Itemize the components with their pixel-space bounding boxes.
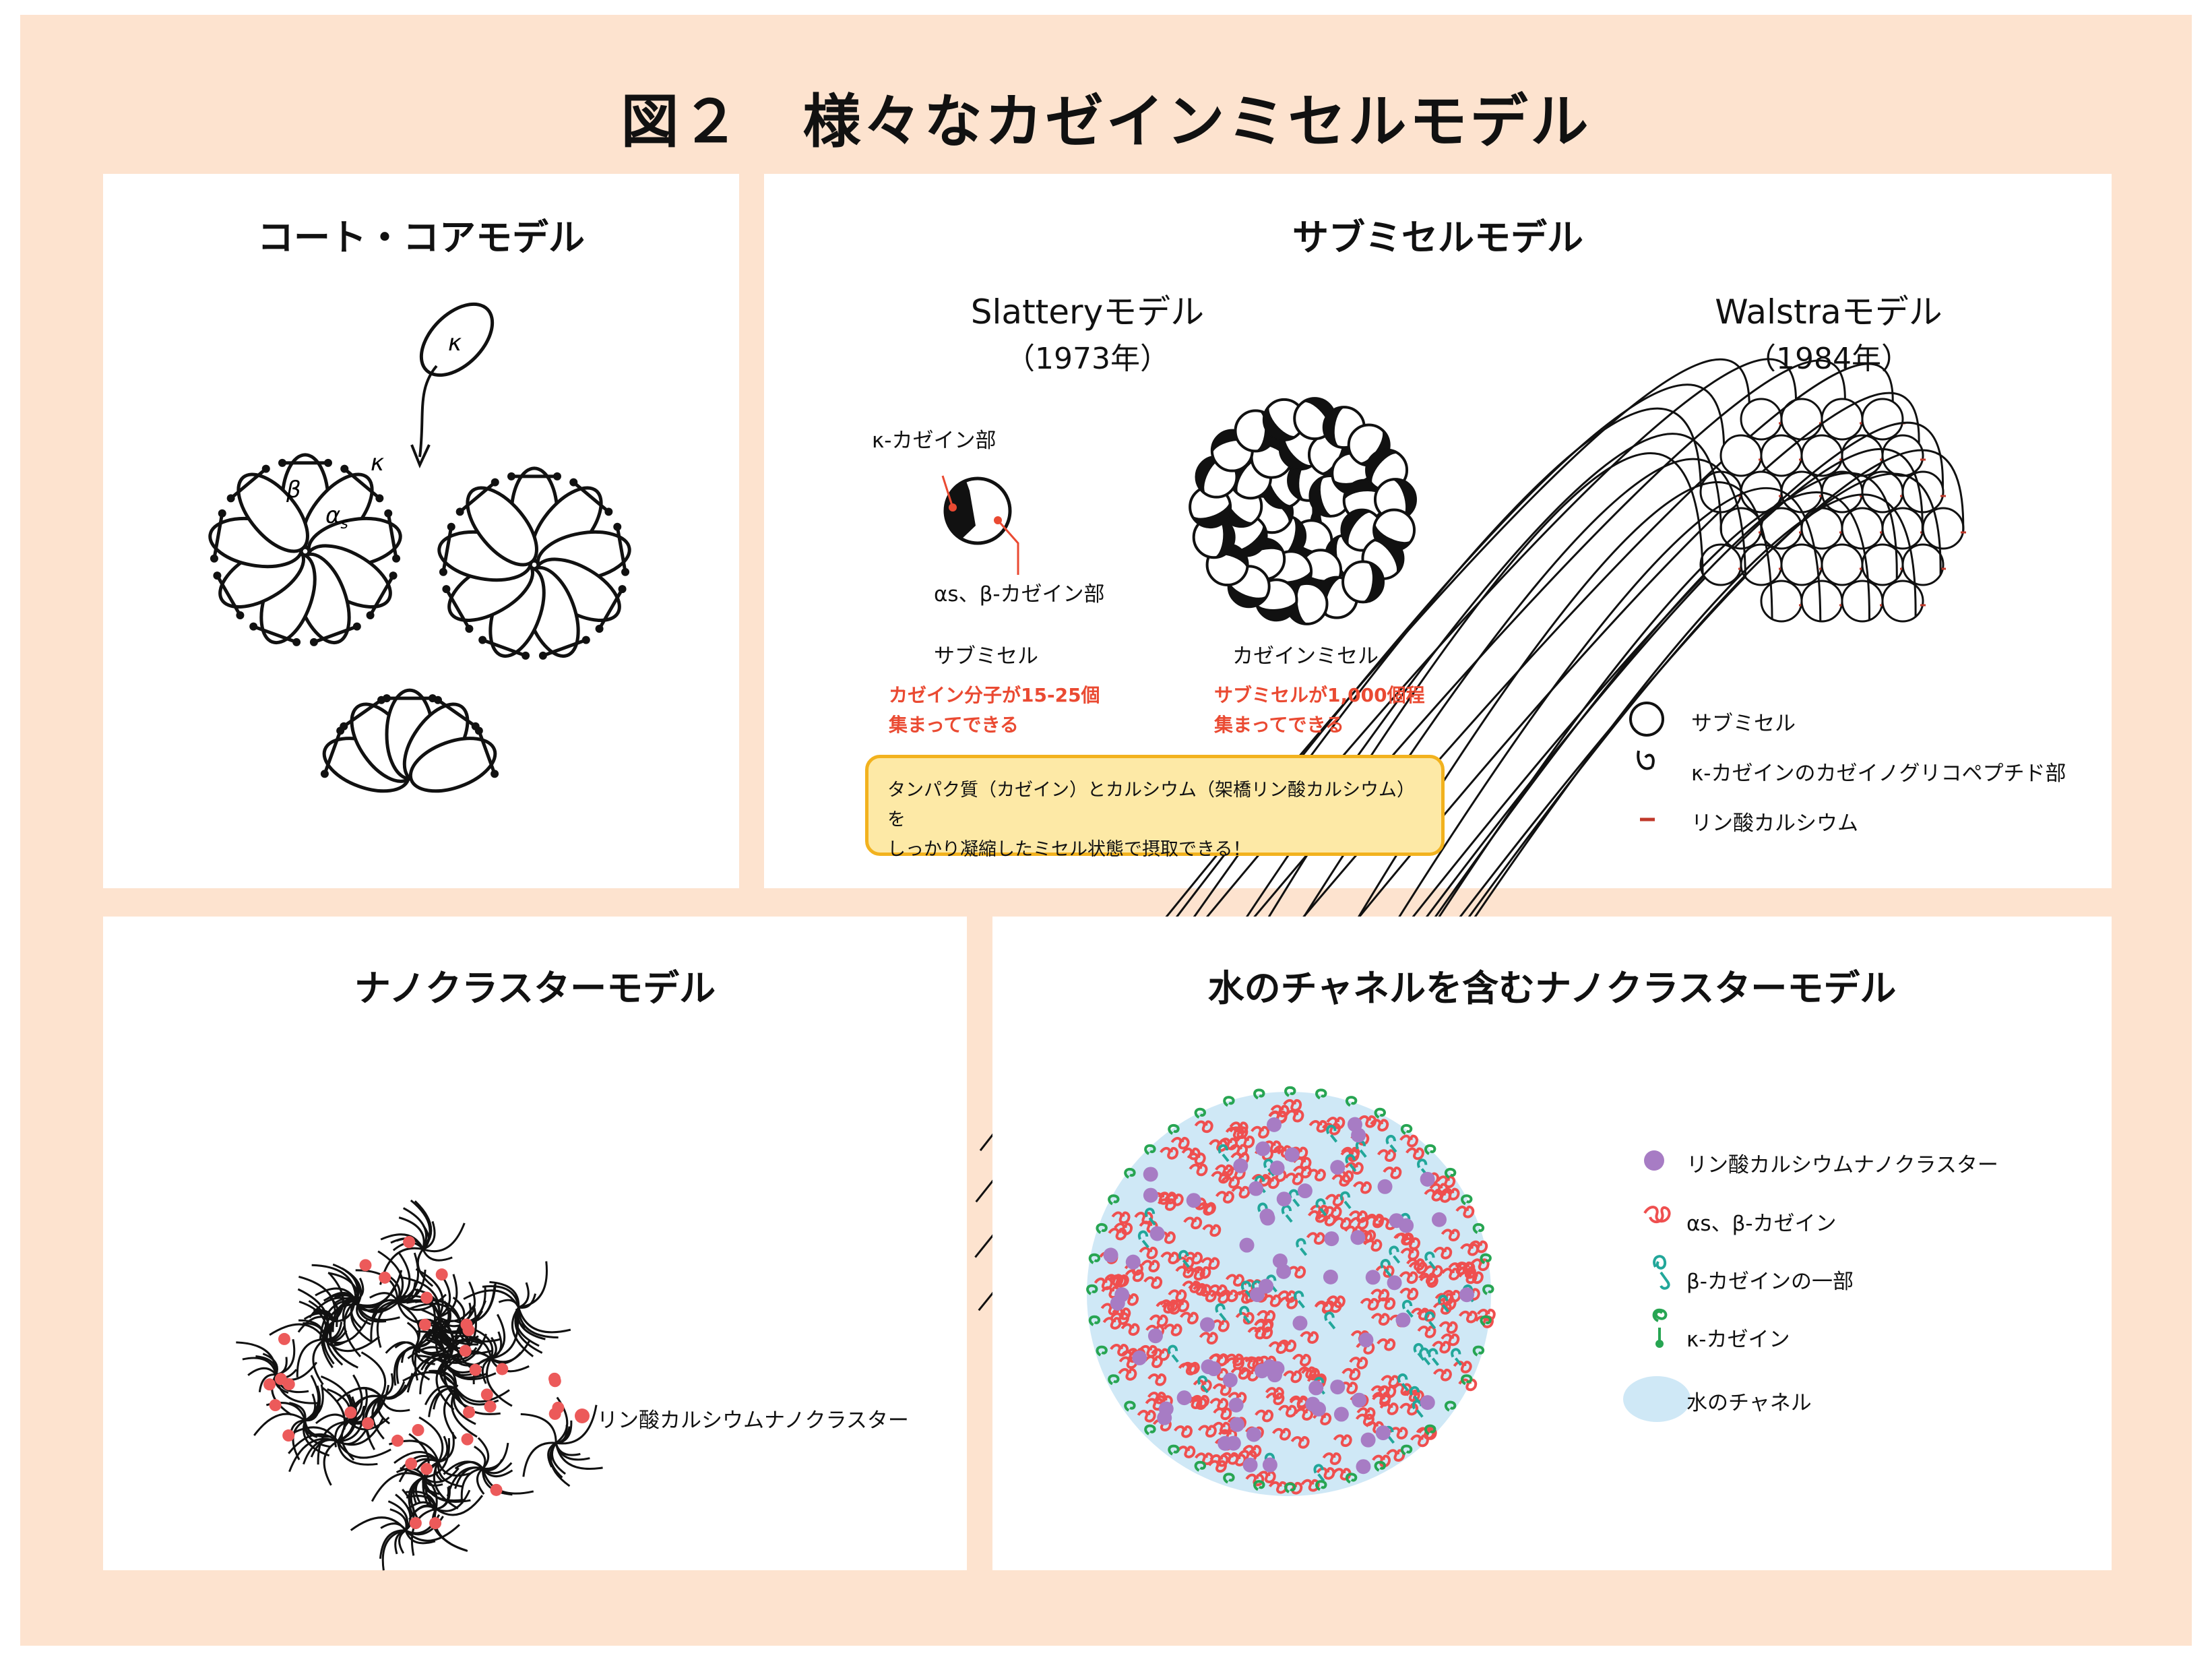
legend-wc-kappa: κ-カゼイン	[1686, 1328, 1790, 1352]
panel-title-submicelle: サブミセルモデル	[1292, 216, 1583, 259]
key-point-note: タンパク質（カゼイン）とカルシウム（架橋リン酸カルシウム）を しっかり凝縮したミ…	[865, 755, 1445, 860]
legend-purple-dot	[1644, 1150, 1664, 1171]
legend-nanocluster-dot	[575, 1408, 590, 1423]
legend-wc-alpha-beta: αs、β-カゼイン	[1686, 1212, 1837, 1236]
legend-red-casein	[1643, 1206, 1671, 1224]
nanocluster-diagram	[236, 1199, 603, 1571]
slattery-name: Slatteryモデル	[970, 292, 1205, 332]
legend-wc-nanocluster: リン酸カルシウムナノクラスター	[1686, 1153, 1998, 1177]
slattery-year: （1973年）	[1005, 342, 1170, 376]
panel-title-water-channel: 水のチャネルを含むナノクラスターモデル	[1207, 967, 1897, 1010]
submicelle-label: サブミセル	[934, 644, 1038, 669]
walstra-legend-markers	[1629, 702, 1664, 822]
kappa-casein-part-label: κ-カゼイン部	[872, 429, 997, 453]
legend-nanocluster: リン酸カルシウムナノクラスター	[597, 1408, 909, 1433]
legend-glycopeptide-marker	[1637, 750, 1655, 770]
note-line2: しっかり凝縮したミセル状態で摂取できる！	[887, 839, 1251, 860]
legend-green-casein	[1652, 1308, 1668, 1342]
casein-micelle-label: カゼインミセル	[1232, 644, 1379, 669]
legend-wc-water: 水のチャネル	[1686, 1391, 1812, 1415]
submicelle-single	[941, 475, 1019, 575]
water-channel-diagram	[1086, 1086, 1690, 1496]
coat-core-diagram: κ κ β αs	[208, 302, 631, 793]
panel-title-nanocluster: ナノクラスターモデル	[354, 967, 716, 1010]
casein-ellipse	[408, 737, 497, 793]
panel-nanocluster: ナノクラスターモデル リン酸カルシウムナノクラスター	[103, 917, 967, 1571]
legend-teal-casein	[1653, 1255, 1670, 1290]
legend-wc-beta-part: β-カゼインの一部	[1686, 1270, 1854, 1294]
casein-ellipse	[236, 472, 309, 553]
submicelle-note-line1: カゼイン分子が15-25個	[889, 684, 1100, 706]
legend-glycopeptide: κ-カゼインのカゼイノグリコペプチド部	[1691, 762, 2066, 786]
free-kappa-casein	[410, 302, 495, 469]
walstra-name: Walstraモデル	[1715, 292, 1942, 332]
kappa-label-side: κ	[371, 450, 384, 476]
legend-green-end	[1655, 1340, 1664, 1348]
legend-submicelle-marker	[1629, 702, 1664, 737]
submicelle-diagrams	[941, 358, 1966, 1389]
note-line1: タンパク質（カゼイン）とカルシウム（架橋リン酸カルシウム）を	[887, 780, 1415, 830]
submicelle-note-line2: 集まってできる	[889, 714, 1019, 736]
micelle-note-line1: サブミセルが1,000個程	[1214, 684, 1425, 706]
micelle-note-line2: 集まってできる	[1214, 714, 1344, 736]
alpha-s-label: αs	[325, 502, 348, 532]
legend-calcium-phosphate: リン酸カルシウム	[1691, 811, 1858, 836]
legend-water-channel-swatch	[1623, 1376, 1690, 1422]
panel-title-coat-core: コート・コアモデル	[257, 216, 585, 259]
alpha-beta-casein-part-label: αs、β-カゼイン部	[934, 582, 1105, 607]
water-channel-legend-markers	[1623, 1150, 1690, 1422]
panel-submicelle: サブミセルモデル Slatteryモデル （1973年） Walstraモデル …	[764, 174, 2112, 1389]
legend-submicelle: サブミセル	[1691, 712, 1796, 736]
casein-micelle-slattery	[1189, 397, 1417, 625]
panel-water-channel: 水のチャネルを含むナノクラスターモデル リン酸カルシウムナノクラスター αs、β…	[992, 917, 2112, 1570]
figure-title: 図２ 様々なカゼインミセルモデル	[621, 88, 1591, 156]
panel-coat-core: コート・コアモデル κ κ β αs	[103, 174, 739, 888]
kappa-label-top: κ	[448, 330, 462, 357]
beta-label: β	[286, 476, 301, 503]
casein-ellipse	[466, 486, 538, 567]
